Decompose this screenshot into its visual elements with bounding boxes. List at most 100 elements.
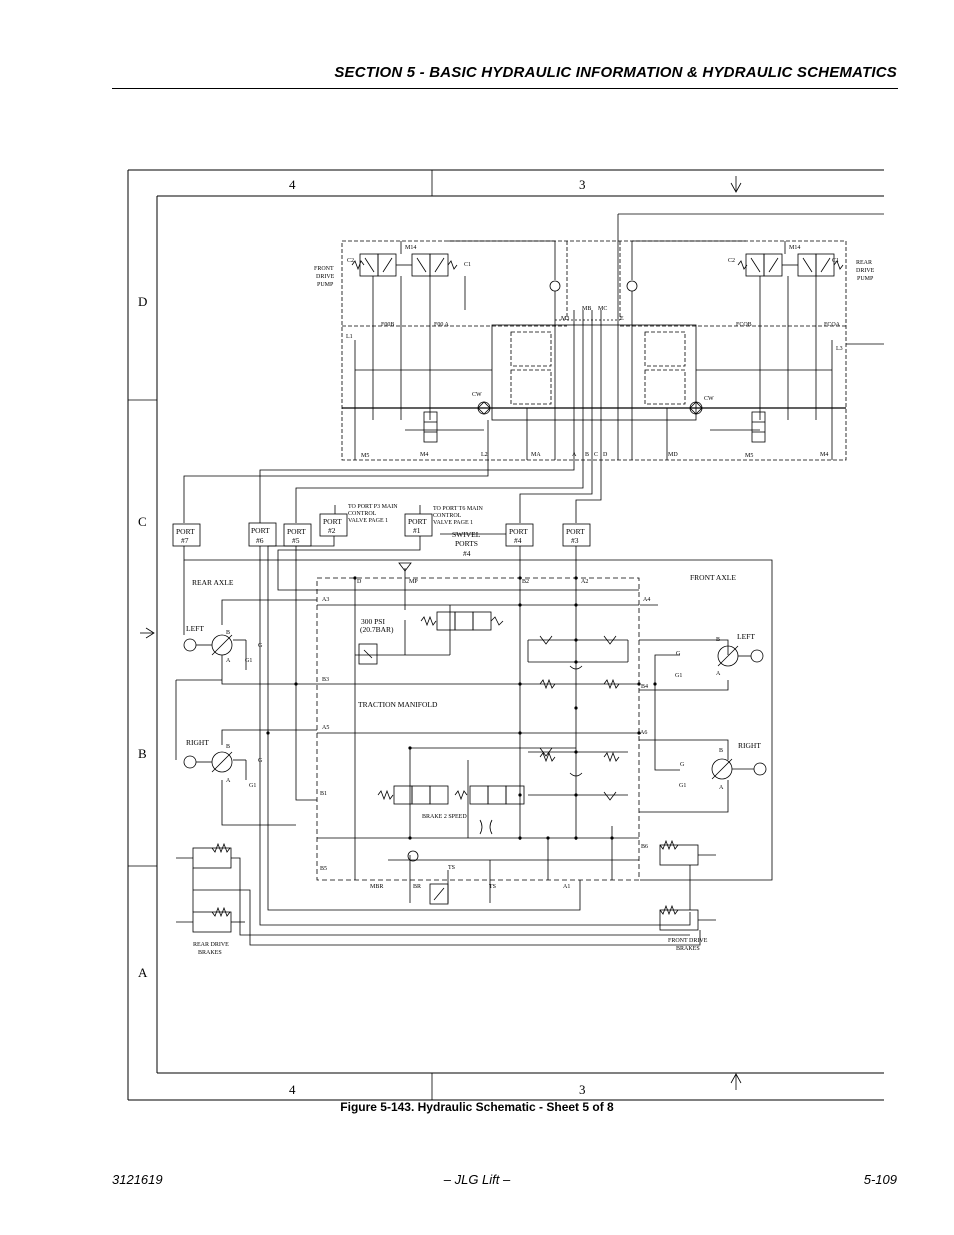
rear-cw-label: CW (704, 396, 714, 402)
pump-lines (342, 213, 884, 460)
e-label: E (620, 316, 624, 322)
rear-right-g1-label: G1 (249, 783, 256, 789)
rear-axle-label: REAR AXLE (192, 578, 234, 587)
front-right-b-label: B (719, 748, 723, 754)
m3-label: M3 (561, 316, 569, 322)
footer-page-number: 5-109 (863, 1172, 897, 1187)
front-drive-brakes-label-1: FRONT DRIVE (668, 938, 708, 944)
rear-left-motor (183, 634, 233, 656)
mb-label: MB (582, 306, 591, 312)
front-right-a-label: A (719, 785, 724, 791)
a5-label: A5 (322, 725, 329, 731)
front-c1-label: C1 (464, 262, 471, 268)
to-port-t6-label-3: VALVE PAGE 1 (433, 520, 473, 526)
port4-label-1: PORT (509, 527, 528, 536)
brake-lines (193, 857, 701, 946)
to-port-p3-label-1: TO PORT P3 MAIN (348, 504, 398, 510)
grid-col-4-top: 4 (289, 177, 296, 192)
front-drive-brakes (659, 839, 716, 931)
port3-label-1: PORT (566, 527, 585, 536)
front-axle-label: FRONT AXLE (690, 573, 736, 582)
a1-label: A1 (563, 884, 570, 890)
rear-c2-label: C2 (728, 258, 735, 264)
figure-caption: Figure 5-143. Hydraulic Schematic - Shee… (340, 1100, 614, 1114)
front-drive-pump-label-2: DRIVE (316, 274, 335, 280)
rear-right-motor (183, 751, 233, 773)
to-port-p3-label-2: CONTROL (348, 511, 377, 517)
f00a-label: F00 A (434, 322, 450, 328)
to-port-t6-label-2: CONTROL (433, 513, 462, 519)
grid-col-3-bottom: 3 (579, 1082, 586, 1097)
rear-drive-brakes (176, 842, 232, 933)
front-cw-label: CW (472, 392, 482, 398)
front-c2-label: C2 (347, 258, 354, 264)
front-pump-control-valve (351, 241, 458, 277)
to-port-p3-label-3: VALVE PAGE 1 (348, 518, 388, 524)
b1-label: B1 (320, 791, 327, 797)
traction-manifold-lines (175, 536, 773, 926)
a6-label: A6 (640, 730, 647, 736)
port-d-label: D (603, 452, 608, 458)
port4-label-2: #4 (514, 536, 522, 545)
psi-label-2: (20.7BAR) (360, 625, 394, 634)
front-m4-label: M4 (420, 452, 428, 458)
rear-drive-brakes-label-1: REAR DRIVE (193, 942, 229, 948)
a4-label: A4 (643, 597, 650, 603)
port5-label-1: PORT (287, 527, 306, 536)
md-label: MD (668, 452, 678, 458)
grid-row-c: C (138, 514, 147, 529)
front-left-label: LEFT (737, 632, 755, 641)
traction-manifold-box (316, 577, 640, 881)
manifold-junctions (266, 576, 657, 840)
rear-c1-label: C1 (832, 258, 839, 264)
rear-drive-pump-label-2: DRIVE (856, 268, 875, 274)
front-m5-label: M5 (361, 453, 369, 459)
f00b-label: F00B (381, 322, 394, 328)
drawing-frame (127, 169, 884, 1101)
psi-label-1: 300 PSI (361, 617, 385, 626)
swivel-4-label: #4 (463, 549, 471, 558)
section-title: SECTION 5 - BASIC HYDRAULIC INFORMATION … (334, 64, 897, 81)
manifold-valves (358, 611, 629, 905)
manifold-d-label: D (357, 579, 362, 585)
b2-label: B2 (522, 579, 529, 585)
fcoa-label: FCOA (824, 322, 841, 328)
swivel-ports-label-2: PORTS (455, 539, 478, 548)
front-drive-pump-label-1: FRONT (314, 266, 334, 272)
port3-label-2: #3 (571, 536, 579, 545)
to-port-t6-label-1: TO PORT T6 MAIN (433, 506, 483, 512)
swivel-ports-label-1: SWIVEL (452, 530, 481, 539)
drive-pumps-group (341, 240, 847, 461)
ma-label: MA (531, 452, 541, 458)
b6-label: B6 (641, 844, 648, 850)
mp-label: MP (409, 579, 418, 585)
ports (172, 513, 591, 547)
front-right-label: RIGHT (738, 741, 761, 750)
front-m14-label: M14 (405, 245, 416, 251)
header-rule (112, 88, 898, 89)
rear-drive-pump-label-3: PUMP (857, 276, 874, 282)
rear-drive-pump-label-1: REAR (856, 260, 872, 266)
front-right-g-label: G (680, 762, 685, 768)
front-left-a-label: A (716, 671, 721, 677)
port2-label-2: #2 (328, 526, 336, 535)
b4-label: B4 (641, 684, 648, 690)
br-label: BR (413, 884, 421, 890)
port-a-label: A (572, 452, 577, 458)
rear-pump-control-valve (737, 241, 844, 277)
rear-m4-label: M4 (820, 452, 828, 458)
front-left-b-label: B (716, 637, 720, 643)
front-left-motor (717, 645, 764, 667)
mbr-label: MBR (370, 884, 383, 890)
l2-label: L2 (481, 452, 488, 458)
b5-label: B5 (320, 866, 327, 872)
mc-label: MC (598, 306, 607, 312)
brake-2-speed-label: BRAKE 2 SPEED (422, 814, 467, 820)
rear-right-label: RIGHT (186, 738, 209, 747)
rear-m14-label: M14 (789, 245, 800, 251)
front-left-g-label: G (676, 651, 681, 657)
grid-row-b: B (138, 746, 147, 761)
grid-col-3-top: 3 (579, 177, 586, 192)
front-drive-brakes-label-2: BRAKES (676, 946, 700, 952)
